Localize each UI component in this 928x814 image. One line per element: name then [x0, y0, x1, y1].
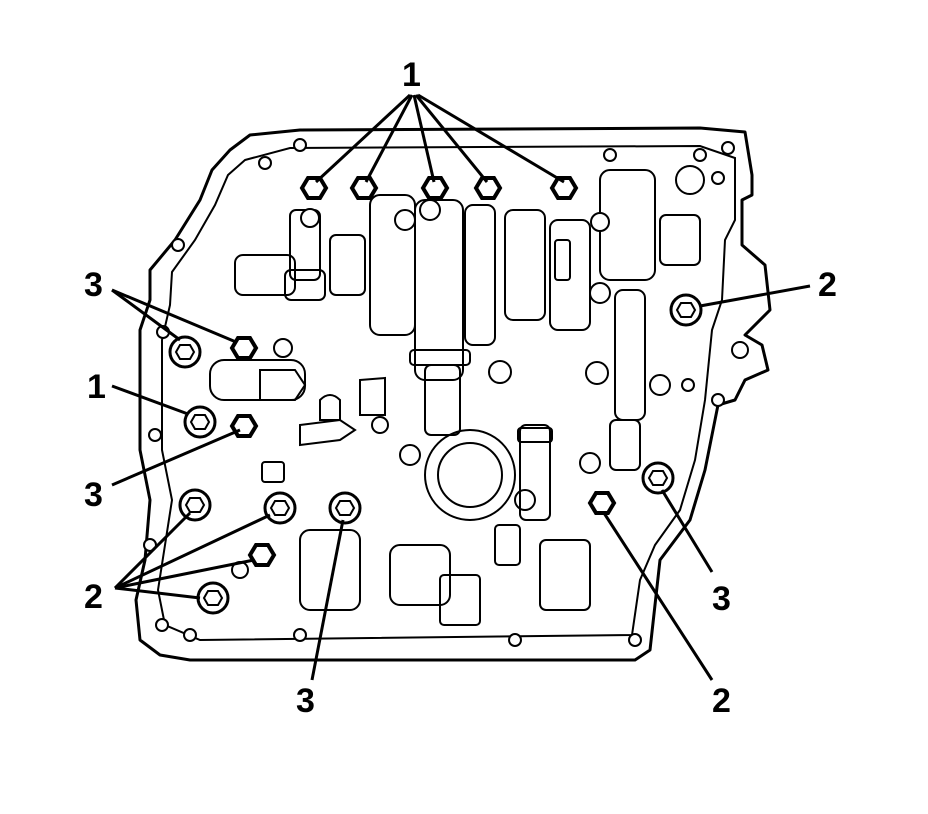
bolt-hex — [299, 176, 329, 200]
gasket-holes — [143, 138, 749, 647]
valve-body-components — [209, 169, 701, 626]
callout-right-2-upper: 2 — [818, 266, 837, 304]
callout-labels: 1 3 1 3 2 3 2 3 2 — [84, 56, 837, 720]
bolt-flanged — [178, 488, 212, 522]
bolt-flanged — [263, 491, 297, 525]
callout-bottom-3: 3 — [296, 682, 315, 720]
leader-lines — [111, 93, 811, 681]
callout-top-1: 1 — [402, 56, 421, 94]
callout-left-3-lower: 3 — [84, 476, 103, 514]
callout-left-2: 2 — [84, 578, 103, 616]
bolt-flanged — [641, 461, 675, 495]
callout-left-1: 1 — [87, 368, 106, 406]
bolt-flanged — [183, 405, 217, 439]
bolt-hex — [349, 176, 379, 200]
callout-right-3: 3 — [712, 580, 731, 618]
bolt-flanged — [168, 335, 202, 369]
callout-left-3-upper: 3 — [84, 266, 103, 304]
bolt-flanged — [328, 491, 362, 525]
bolt-flanged — [669, 293, 703, 327]
bolt-hex — [420, 176, 450, 200]
callout-right-2-lower: 2 — [712, 682, 731, 720]
bolt-hex — [229, 336, 259, 360]
housing-outline — [134, 126, 772, 662]
bolt-hex — [587, 491, 617, 515]
bolt-hex — [247, 543, 277, 567]
bolt-flanged — [196, 581, 230, 615]
bolts — [168, 176, 703, 615]
